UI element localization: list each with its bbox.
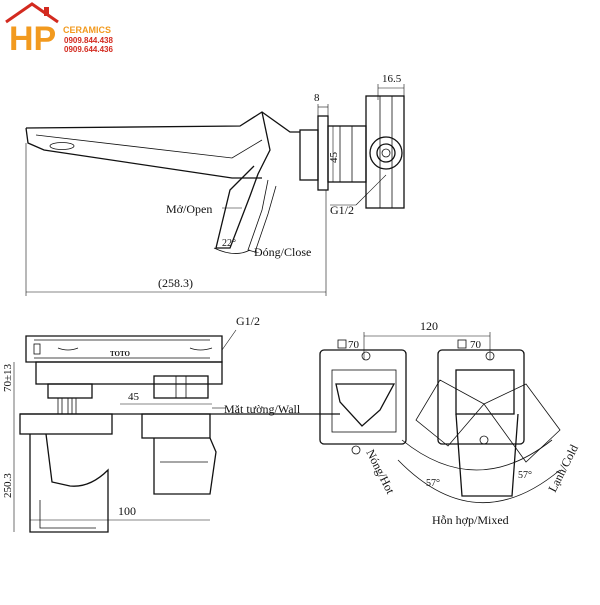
inlet-core [381,148,391,158]
dim-height: 250.3 [2,473,14,498]
wall-box-inner [379,95,393,209]
handle-body [153,437,217,495]
cover-plate-top [34,339,210,359]
handle-base [141,413,211,439]
cover-detail-right [189,347,213,351]
dim-16-5: 16.5 [382,73,402,85]
rotation-arc [397,459,561,504]
logo-chimney [44,7,49,16]
plate [317,115,329,191]
spout-tip [39,500,96,529]
handle-open [215,111,271,249]
logo-roof-icon [5,2,59,24]
stem-left [47,383,93,399]
inlet-inner [376,143,396,163]
side-thread-leader [221,329,237,351]
spout-outlet [49,142,75,150]
label-cold: Lạnh/Cold [545,442,581,494]
angle-right: 57° [518,470,532,481]
handle-close [247,179,277,253]
handle-rot-right [483,383,561,463]
dim-total: (258.3) [158,276,193,290]
side-thread-label: G1/2 [236,314,260,328]
valve-housing [35,361,223,385]
angle-left: 57° [426,478,440,489]
screw-icon [361,351,371,361]
spout-body [29,433,109,533]
logo-letters: HP [9,20,56,58]
box-left-label: 70 [348,339,360,351]
dim-depth: 70±13 [2,363,14,392]
logo-brand: CERAMICS [63,25,111,35]
box-right-icon [457,339,467,349]
cover-slot-left [33,343,41,355]
label-close: Đóng/Close [254,245,311,259]
thread-leader [355,174,387,206]
screw-icon [479,435,489,445]
stem-left-thread [57,397,77,415]
side-dim-45: 45 [128,391,140,403]
brand-mark: TOTO [110,350,131,358]
wall-box [365,95,405,209]
spout-base [19,413,113,435]
handle-front [455,369,515,415]
spout-outline [25,111,300,179]
brand-logo: HP CERAMICS 0909.844.438 0909.644.436 [5,2,113,58]
logo-phone-1: 0909.844.438 [64,36,113,45]
dim-spacing: 120 [420,319,438,333]
left-plate-inner [331,369,397,433]
rotation-arc-inner [401,439,553,471]
spout-front [335,383,396,427]
dim-100: 100 [118,504,136,518]
box-left-icon [337,339,347,349]
left-plate [319,349,407,445]
box-right-label: 70 [470,339,482,351]
cover-detail-left [57,347,79,351]
handle-down [455,413,519,497]
dim-8: 8 [314,92,320,104]
stem-right [153,375,209,399]
top-view: 16.5 8 45 G1/2 Mở/Open 22° Đóng/Close (2… [25,73,405,296]
handle-rot-left [415,379,485,447]
label-hot: Nóng/Hot [363,447,398,497]
inlet-outer [369,136,403,170]
spout-inner [35,134,263,159]
label-wall: Mặt tường/Wall [224,402,301,416]
handle-arc [213,247,251,254]
label-angle: 22° [222,238,236,249]
body-block [299,129,319,181]
screw-icon [351,445,361,455]
side-view: TOTO G1/2 45 Mặt tường/Wall 70±13 250.3 … [2,314,340,533]
logo-phone-2: 0909.644.436 [64,45,113,54]
label-open: Mở/Open [166,202,212,216]
dim-45: 45 [328,152,340,164]
front-view: 120 70 70 Nóng/Hot 57° 57° Lạnh/Cold Hỗn… [319,319,581,527]
right-plate [437,349,525,445]
screw-icon [485,351,495,361]
thread-label: G1/2 [330,203,354,217]
label-mixed: Hỗn hợp/Mixed [432,513,509,527]
